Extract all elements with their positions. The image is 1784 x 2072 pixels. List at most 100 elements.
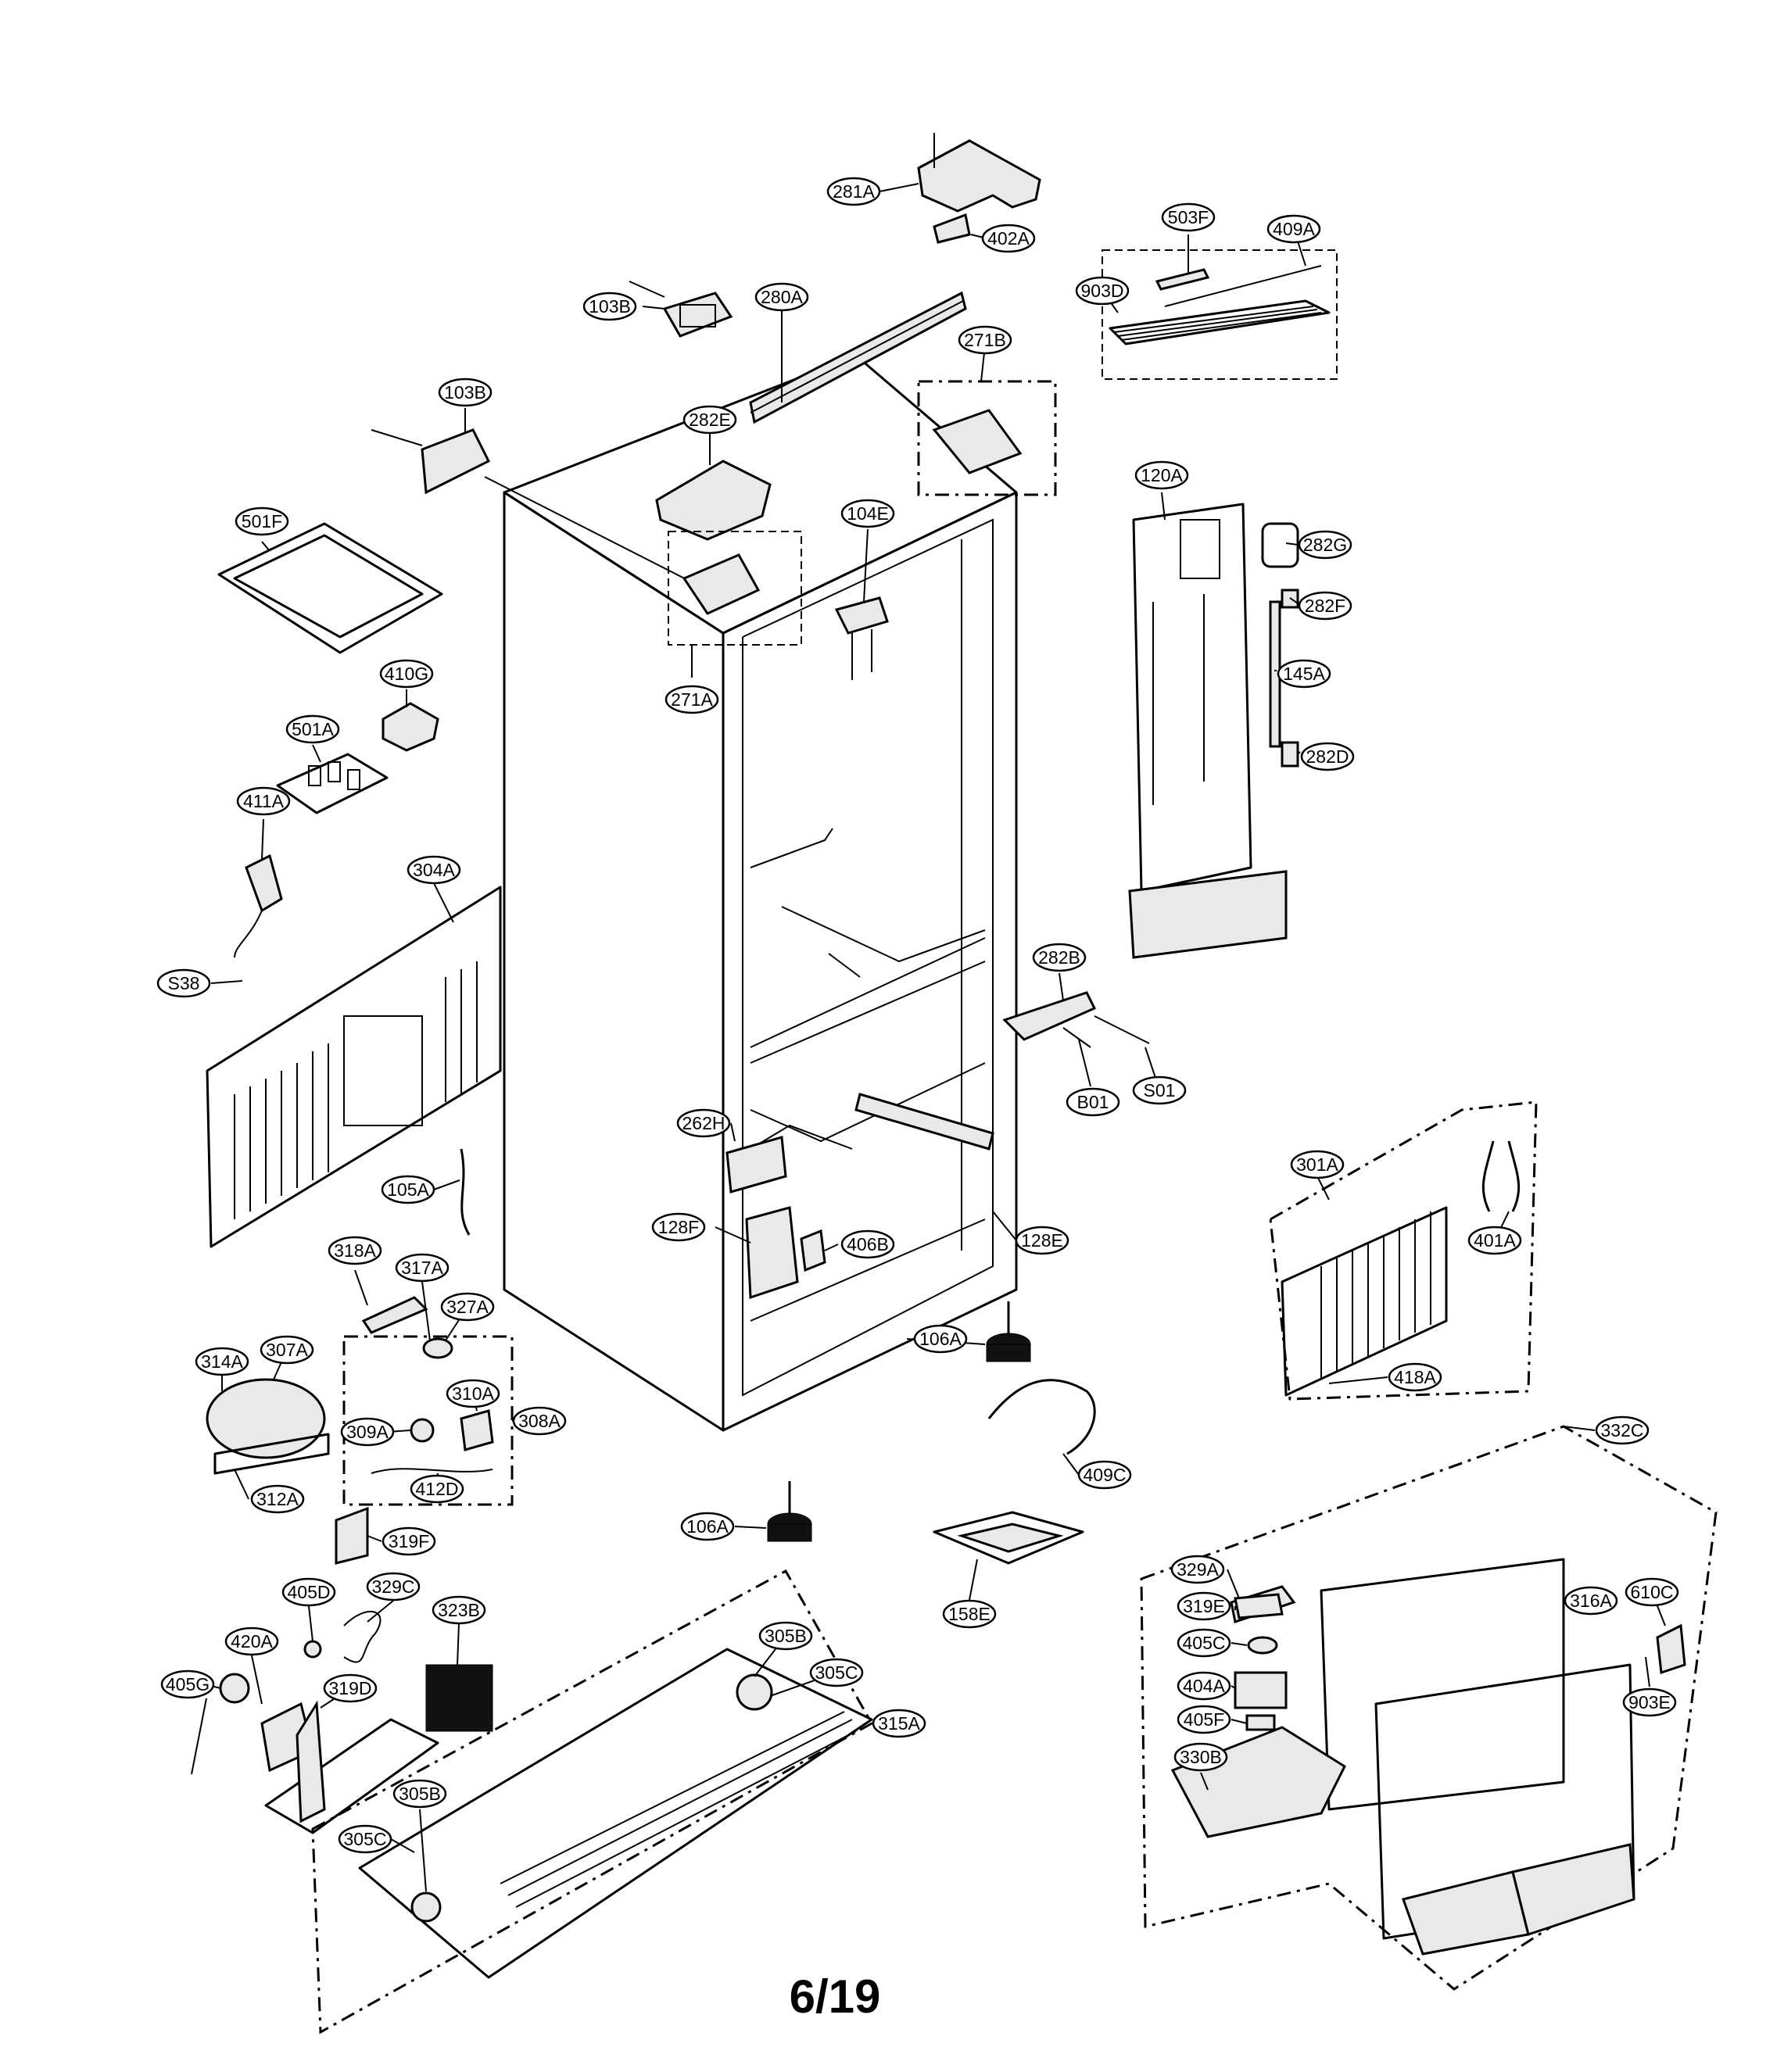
relay-box-308A [342, 1335, 514, 1506]
callout-106A-low: 106A [680, 1512, 735, 1541]
callout-282F: 282F [1298, 591, 1352, 621]
svg-text:903E: 903E [1628, 1692, 1671, 1712]
callout-271B: 271B [958, 325, 1012, 355]
callout-411A: 411A [236, 786, 291, 816]
callout-282D: 282D [1300, 742, 1355, 771]
top-rail-280A [749, 291, 967, 424]
callout-305C-low: 305C [338, 1824, 392, 1854]
callout-S01: S01 [1132, 1075, 1187, 1105]
svg-text:105A: 105A [387, 1179, 429, 1200]
evaporator-301A [1269, 1100, 1538, 1401]
tray-501F [217, 522, 443, 654]
svg-text:318A: 318A [334, 1240, 376, 1261]
callout-401A: 401A [1467, 1226, 1522, 1255]
hinge-282B [1002, 991, 1150, 1048]
svg-text:106A: 106A [686, 1516, 729, 1537]
callout-282G: 282G [1298, 530, 1352, 560]
svg-text:282E: 282E [689, 410, 731, 430]
callout-402A: 402A [981, 224, 1036, 253]
callout-310A: 310A [446, 1379, 500, 1408]
callout-106A-mid: 106A [913, 1324, 968, 1354]
callout-329A: 329A [1170, 1555, 1225, 1584]
svg-text:271A: 271A [671, 689, 713, 710]
hose-105A [460, 1148, 471, 1236]
cover-319F [335, 1506, 369, 1565]
harness-409C [987, 1379, 1096, 1455]
svg-text:405D: 405D [288, 1582, 331, 1602]
svg-text:305C: 305C [344, 1829, 387, 1849]
callout-420A: 420A [224, 1626, 279, 1656]
svg-text:271B: 271B [964, 330, 1006, 350]
callout-309A: 309A [340, 1417, 395, 1447]
svg-text:305B: 305B [399, 1784, 441, 1804]
svg-text:401A: 401A [1474, 1230, 1516, 1251]
callout-314A: 314A [195, 1347, 249, 1376]
leader-lines [191, 183, 1666, 1892]
callout-280A: 280A [754, 282, 809, 312]
callout-281A: 281A [826, 177, 881, 206]
bracket-103B-left [371, 428, 708, 591]
svg-text:145A: 145A [1283, 664, 1325, 684]
callout-405C: 405C [1177, 1628, 1231, 1658]
callout-329C: 329C [366, 1572, 421, 1601]
svg-text:405F: 405F [1184, 1709, 1224, 1730]
callout-332C: 332C [1595, 1415, 1650, 1445]
callout-501A: 501A [285, 714, 340, 744]
svg-text:158E: 158E [948, 1604, 991, 1624]
lower-bay-parts [725, 1093, 994, 1300]
callout-282B: 282B [1032, 943, 1087, 972]
svg-text:S01: S01 [1144, 1080, 1176, 1100]
callout-307A: 307A [260, 1335, 314, 1365]
callout-409A: 409A [1266, 214, 1321, 244]
svg-text:404A: 404A [1183, 1676, 1225, 1696]
svg-text:323B: 323B [438, 1600, 480, 1620]
callout-103B-top: 103B [582, 292, 637, 321]
svg-text:412D: 412D [416, 1479, 459, 1499]
callout-316A: 316A [1564, 1586, 1618, 1616]
svg-text:315A: 315A [878, 1713, 920, 1734]
svg-text:314A: 314A [201, 1351, 243, 1372]
svg-text:410G: 410G [385, 664, 428, 684]
hinge-271B [917, 380, 1057, 496]
svg-text:420A: 420A [231, 1631, 273, 1652]
svg-text:503F: 503F [1168, 207, 1209, 227]
svg-text:262H: 262H [682, 1113, 725, 1133]
callout-158E: 158E [942, 1599, 997, 1629]
callout-304A: 304A [407, 855, 461, 885]
callout-323B: 323B [432, 1595, 486, 1625]
callout-262H: 262H [676, 1108, 731, 1138]
svg-text:309A: 309A [346, 1422, 389, 1442]
callout-128E: 128E [1015, 1226, 1069, 1255]
bracket-104E [834, 596, 889, 680]
callout-412D: 412D [410, 1474, 464, 1504]
svg-text:610C: 610C [1631, 1582, 1674, 1602]
svg-text:405C: 405C [1183, 1633, 1226, 1653]
cover-158E [933, 1511, 1084, 1565]
callout-S38: S38 [156, 968, 211, 998]
svg-text:310A: 310A [452, 1383, 494, 1404]
callout-406B: 406B [840, 1229, 895, 1259]
callout-405F: 405F [1177, 1705, 1231, 1734]
svg-text:104E: 104E [847, 503, 889, 524]
svg-text:282D: 282D [1306, 746, 1349, 767]
svg-text:317A: 317A [401, 1258, 443, 1278]
svg-text:281A: 281A [833, 181, 875, 202]
svg-text:B01: B01 [1077, 1092, 1109, 1112]
svg-text:327A: 327A [446, 1297, 489, 1317]
callout-104E: 104E [840, 499, 895, 528]
svg-text:282G: 282G [1303, 535, 1347, 555]
svg-text:307A: 307A [266, 1340, 308, 1360]
callout-404A: 404A [1177, 1671, 1231, 1701]
callout-501F: 501F [235, 506, 289, 536]
svg-text:409A: 409A [1273, 219, 1315, 239]
callout-418A: 418A [1388, 1362, 1442, 1392]
small-parts-right [1261, 522, 1299, 768]
callout-503F: 503F [1161, 202, 1216, 232]
callout-145A: 145A [1277, 659, 1331, 689]
svg-text:128E: 128E [1021, 1230, 1063, 1251]
svg-text:418A: 418A [1394, 1367, 1436, 1387]
svg-text:316A: 316A [1570, 1591, 1612, 1611]
callout-319D: 319D [323, 1673, 378, 1703]
svg-text:305C: 305C [815, 1662, 858, 1683]
leveling-legs-106A [767, 1301, 1031, 1542]
